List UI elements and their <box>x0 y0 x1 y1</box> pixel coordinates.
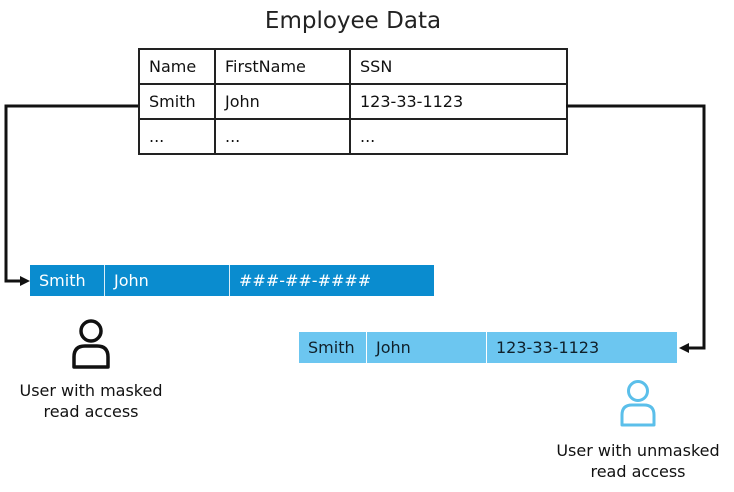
table-cell: ... <box>214 118 351 155</box>
masked-user-label: User with masked read access <box>10 380 172 422</box>
header-cell-ssn: SSN <box>349 48 568 85</box>
unmasked-user-label: User with unmasked read access <box>546 440 730 482</box>
unmasked-user-label-line1: User with unmasked <box>556 441 720 460</box>
unmasked-user-label-line2: read access <box>590 462 686 481</box>
diagram-title: Employee Data <box>264 8 442 34</box>
masked-cell-name: Smith <box>30 265 105 296</box>
masked-cell-firstname: John <box>105 265 230 296</box>
masked-cell-ssn: ###-##-#### <box>239 271 372 290</box>
unmasked-cell-firstname: John <box>367 332 487 363</box>
table-cell: Smith <box>138 83 216 120</box>
unmasked-cell-ssn: 123-33-1123 <box>487 332 678 363</box>
table-cell: 123-33-1123 <box>349 83 568 120</box>
table-row: Smith John 123-33-1123 <box>138 83 568 120</box>
table-cell: ... <box>138 118 216 155</box>
table-cell: John <box>214 83 351 120</box>
unmasked-record-bar: Smith John 123-33-1123 <box>299 332 678 365</box>
header-cell-name: Name <box>138 48 216 85</box>
table-row: ... ... ... <box>138 118 568 155</box>
arrowhead-masked-icon <box>20 276 30 286</box>
table-cell: ... <box>349 118 568 155</box>
employee-data-table: Name FirstName SSN Smith John 123-33-112… <box>138 48 568 155</box>
arrowhead-unmasked-icon <box>679 343 689 353</box>
masked-user-label-line1: User with masked <box>19 381 163 400</box>
masked-user-icon <box>72 319 110 369</box>
unmasked-user-icon <box>620 380 656 427</box>
masked-user-label-line2: read access <box>43 402 139 421</box>
header-cell-firstname: FirstName <box>214 48 351 85</box>
arrow-to-unmasked-view <box>566 104 706 350</box>
unmasked-cell-name: Smith <box>299 332 367 363</box>
table-header-row: Name FirstName SSN <box>138 48 568 85</box>
arrow-to-masked-view <box>4 104 138 283</box>
masked-record-bar: Smith John ###-##-#### <box>30 265 434 298</box>
